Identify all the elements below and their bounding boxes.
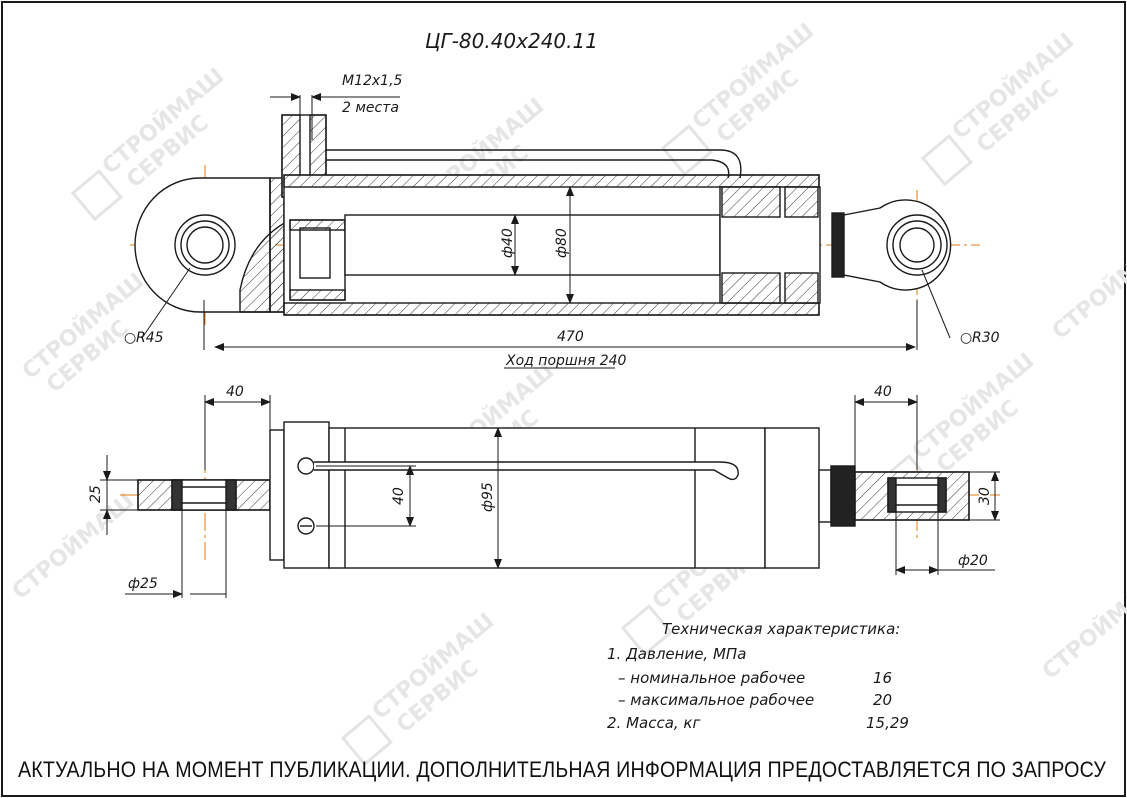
left-pin-diameter: ф25 [128, 576, 158, 592]
left-radius-symbol: ○ [124, 330, 136, 346]
left-radius: R45 [136, 330, 164, 346]
watermark-group: СТРОЙМАШ СЕРВИС СТРОЙМАШ СЕРВИС СТРОЙМАШ… [7, 18, 1127, 767]
right-eye-outer [886, 214, 948, 276]
spec-row-value: 15,29 [866, 714, 909, 732]
watermark-line1: СТРОЙМАШ [7, 488, 139, 605]
right-width: 40 [874, 384, 892, 400]
stroke-label: Ход поршня 240 [505, 353, 627, 369]
rod [344, 214, 721, 276]
right-radius: R30 [972, 330, 1000, 346]
gland-plan [764, 427, 820, 569]
rod-diameter: ф40 [500, 228, 516, 258]
left-width: 40 [226, 384, 244, 400]
spec-row-label: 1. Давление, МПа [607, 645, 746, 663]
overall-length: 470 [557, 329, 584, 345]
spec-row-value: 20 [873, 691, 892, 709]
left-eye-outer [174, 214, 236, 276]
right-radius-symbol: ○ [960, 330, 972, 346]
tech-specs: Техническая характеристика: 1. Давление,… [607, 620, 909, 732]
spec-row-label: – максимальное рабочее [618, 691, 814, 709]
left-eye-height: 25 [88, 485, 104, 503]
top-section-view [130, 114, 980, 325]
thread-places: 2 места [342, 100, 399, 116]
spec-row-label: 2. Масса, кг [607, 714, 700, 732]
watermark-line1: СТРОЙМАШ [1047, 228, 1127, 345]
bore-diameter: ф80 [554, 228, 570, 258]
port-lower [297, 517, 315, 535]
drawing-title: ЦГ-80.40х240.11 [425, 29, 598, 53]
thread-label: M12х1,5 [342, 73, 403, 89]
specs-heading: Техническая характеристика: [662, 620, 900, 638]
spec-row-label: – номинальное рабочее [618, 669, 805, 687]
bottom-dimensions [100, 395, 1000, 598]
spec-row-value: 16 [873, 669, 892, 687]
right-eye-height: 30 [977, 487, 993, 505]
bottom-plan-view [120, 421, 1000, 569]
port-spacing: 40 [391, 487, 407, 505]
body-diameter: ф95 [480, 482, 496, 512]
right-pin-diameter: ф20 [958, 553, 988, 569]
top-dimensions [141, 93, 951, 369]
footer-notice: АКТУАЛЬНО НА МОМЕНТ ПУБЛИКАЦИИ. ДОПОЛНИТ… [18, 757, 1107, 782]
cylinder-body [328, 427, 766, 569]
watermark-line1: СТРОЙМАШ [1037, 568, 1127, 685]
